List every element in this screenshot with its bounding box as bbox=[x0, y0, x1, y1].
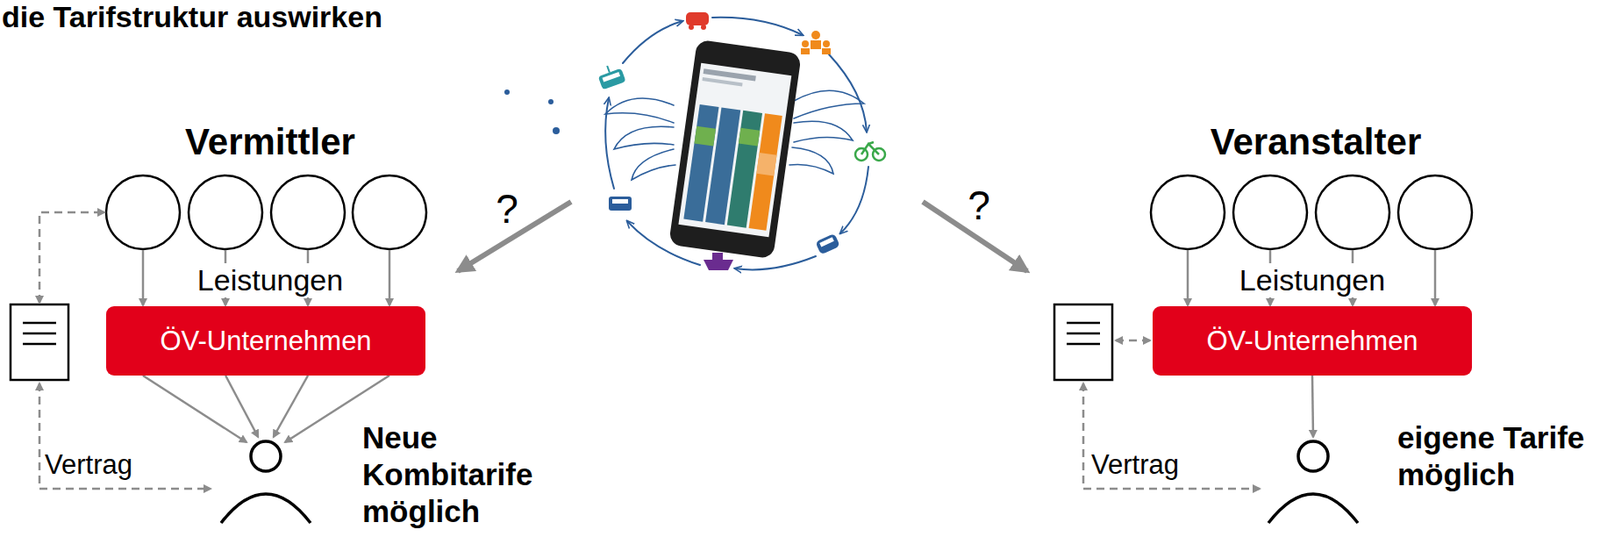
company-box: ÖV-Unternehmen bbox=[106, 306, 426, 376]
label-text: ? bbox=[967, 182, 991, 229]
label-text: ? bbox=[495, 185, 519, 233]
label-text: Leistungen bbox=[1235, 263, 1389, 298]
person-icon bbox=[217, 438, 315, 527]
provider-circles bbox=[106, 175, 1472, 250]
dots bbox=[504, 89, 560, 135]
label-text: Vertrag bbox=[41, 449, 136, 481]
mobility-loop bbox=[605, 17, 869, 271]
box-label: ÖV-Unternehmen bbox=[1206, 325, 1418, 358]
label-text: Vermittler bbox=[185, 121, 356, 164]
label-text: Vertrag bbox=[1087, 449, 1183, 481]
outcome-text: Neue Kombitarife möglich bbox=[362, 419, 565, 530]
contract-dashed-lines bbox=[39, 212, 1260, 489]
box-label: ÖV-Unternehmen bbox=[159, 325, 372, 358]
person-icon bbox=[1264, 438, 1362, 527]
company-box: ÖV-Unternehmen bbox=[1152, 306, 1472, 376]
label-text: Veranstalter bbox=[1210, 121, 1422, 164]
contract-document bbox=[10, 304, 1113, 380]
connector bbox=[1312, 375, 1314, 437]
customer-figure: Neue Kombitarife möglich bbox=[217, 438, 315, 527]
label-text: Leistungen bbox=[193, 263, 347, 298]
smartphone bbox=[668, 39, 802, 259]
transport-icons bbox=[595, 12, 886, 271]
title: die Tarifstruktur auswirken bbox=[1, 0, 383, 35]
service-arrows bbox=[142, 250, 1436, 306]
customer-figure: eigene Tarife möglich bbox=[1264, 438, 1362, 527]
connector bbox=[225, 375, 258, 437]
connector bbox=[273, 375, 308, 437]
outcome-text: eigene Tarife möglich bbox=[1397, 419, 1600, 493]
